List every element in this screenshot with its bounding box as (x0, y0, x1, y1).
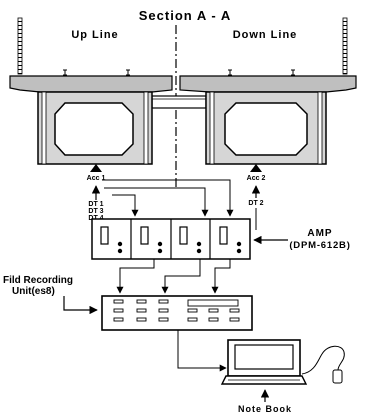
field-recording-unit (101, 295, 253, 331)
mouse-icon (301, 345, 345, 384)
left-box-girder (37, 91, 153, 165)
amp-recorder-wires (116, 259, 231, 294)
left-deck-slab (9, 75, 173, 93)
right-deck-slab (179, 75, 357, 93)
up-line-label: Up Line (71, 29, 118, 41)
notebook-computer-icon (220, 339, 308, 385)
dt2-label: DT 2 (248, 200, 263, 207)
amplifier-unit (91, 218, 251, 260)
dt1-label: DT 1 (88, 201, 103, 208)
acc1-label: Acc 1 (87, 175, 106, 182)
rail-marks (63, 69, 295, 76)
acc2-sensor-icon (250, 164, 262, 172)
recorder-pointer (63, 296, 98, 315)
down-line-label: Down Line (233, 29, 298, 41)
right-box-girder (205, 91, 327, 165)
acc1-sensor-icon (90, 164, 102, 172)
right-railing (342, 17, 348, 75)
recorder-label-line1: Fild Recording (3, 275, 73, 286)
amp-label: AMP (307, 228, 332, 239)
recorder-label-line2: Unit(es8) (12, 286, 55, 297)
notebook-label: Note Book (238, 404, 292, 412)
cross-beam (151, 95, 207, 109)
dt3-label: DT 3 (88, 208, 103, 215)
amp-model-label: (DPM-612B) (289, 240, 350, 251)
acc2-label: Acc 2 (247, 175, 266, 182)
sensor-wires (102, 179, 257, 230)
left-railing (17, 17, 23, 75)
section-title: Section A - A (139, 8, 231, 23)
recorder-notebook-wire (177, 330, 227, 372)
